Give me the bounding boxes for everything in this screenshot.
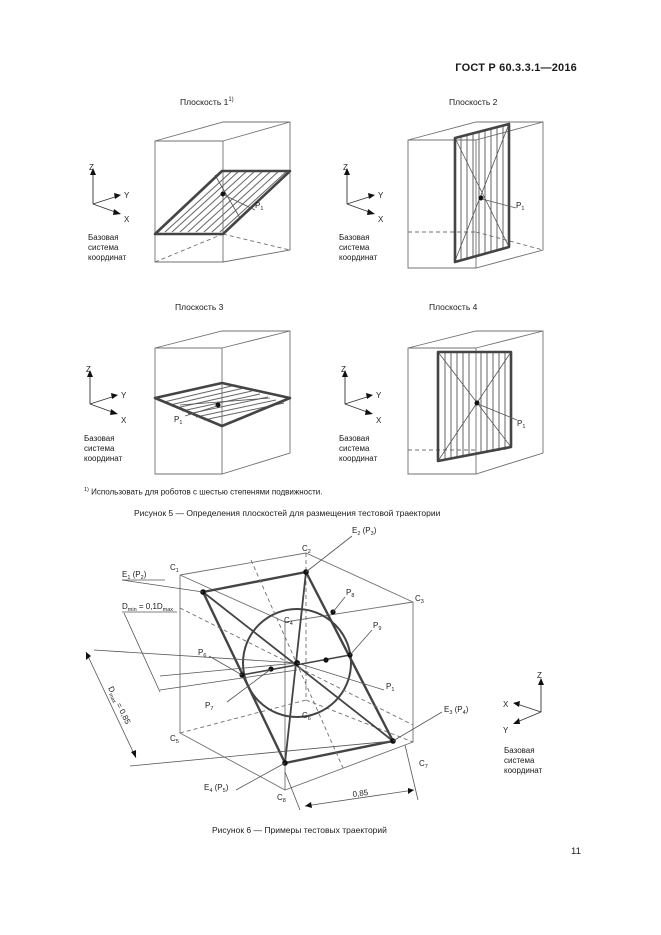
point-p1-label: P1: [386, 682, 394, 693]
point-p8-label: P8: [346, 588, 354, 599]
svg-text:Y: Y: [121, 391, 127, 400]
figure-6-diagram: C1 C2 C3 C4 C5 C6 C7 C8 E1 (P2) E2 (P3) …: [85, 526, 544, 811]
point-p7-label: P7: [205, 701, 213, 712]
page-number: 11: [571, 846, 581, 857]
point-p6-label: P6: [198, 648, 206, 659]
corner-c8-label: C8: [277, 793, 286, 804]
plane-1-point-label: P1: [255, 201, 263, 212]
figure-6-caption: Рисунок 6 — Примеры тестовых траекторий: [212, 825, 387, 835]
svg-text:Z: Z: [343, 163, 348, 172]
plane-4-diagram: P1: [407, 330, 544, 475]
plane-1-diagram: P1: [153, 121, 292, 263]
svg-text:Z: Z: [341, 365, 346, 374]
corner-c3-label: C3: [415, 594, 424, 605]
dimension-label: 0,85: [352, 788, 369, 799]
plane-4-title: Плоскость 4: [429, 302, 478, 312]
plane-3-title: Плоскость 3: [175, 302, 224, 312]
axes-fig5-2: Z Y X: [343, 163, 384, 224]
svg-text:Y: Y: [503, 726, 509, 735]
plane-3-diagram: P1: [153, 330, 292, 475]
corner-c5-label: C5: [170, 734, 179, 745]
axes-fig5-1: Z Y X: [89, 163, 130, 224]
plane-1-title: Плоскость 11): [180, 97, 234, 107]
corner-c6-label: C6: [302, 711, 311, 722]
plane-4-point-label: P1: [517, 419, 525, 430]
svg-text:Z: Z: [86, 365, 91, 374]
plane-3-point-label: P1: [174, 415, 182, 426]
corner-c7-label: C7: [419, 759, 428, 770]
svg-text:Z: Z: [89, 163, 94, 172]
corner-c2-label: C2: [302, 544, 311, 555]
point-e1-label: E1 (P2): [122, 570, 147, 581]
corner-c1-label: C1: [170, 563, 179, 574]
svg-text:X: X: [378, 215, 384, 224]
point-e4-label: E4 (P5): [204, 783, 229, 794]
point-e3-label: E3 (P4): [444, 705, 469, 716]
svg-text:Z: Z: [537, 671, 542, 680]
footnote: 1) Использовать для роботов с шестью сте…: [84, 487, 323, 497]
point-p9-label: P9: [373, 621, 381, 632]
corner-c4-label: C4: [284, 616, 293, 627]
axes-fig5-3: Z Y X: [86, 365, 127, 425]
plane-2-title: Плоскость 2: [449, 97, 498, 107]
svg-text:Y: Y: [124, 191, 130, 200]
figure-5-caption: Рисунок 5 — Определения плоскостей для р…: [134, 508, 441, 518]
point-e2-label: E2 (P3): [352, 526, 377, 537]
plane-2-point-label: P1: [516, 201, 524, 212]
svg-text:X: X: [121, 416, 127, 425]
svg-text:X: X: [124, 215, 130, 224]
svg-text:X: X: [376, 416, 382, 425]
svg-text:X: X: [503, 700, 509, 709]
svg-text:Y: Y: [376, 391, 382, 400]
plane-2-diagram: P1: [407, 121, 544, 269]
document-code: ГОСТ Р 60.3.3.1—2016: [455, 62, 577, 74]
dmin-label: Dmin = 0,1Dmax: [122, 602, 173, 613]
svg-text:Y: Y: [378, 191, 384, 200]
axes-fig5-4: Z Y X: [341, 365, 382, 425]
